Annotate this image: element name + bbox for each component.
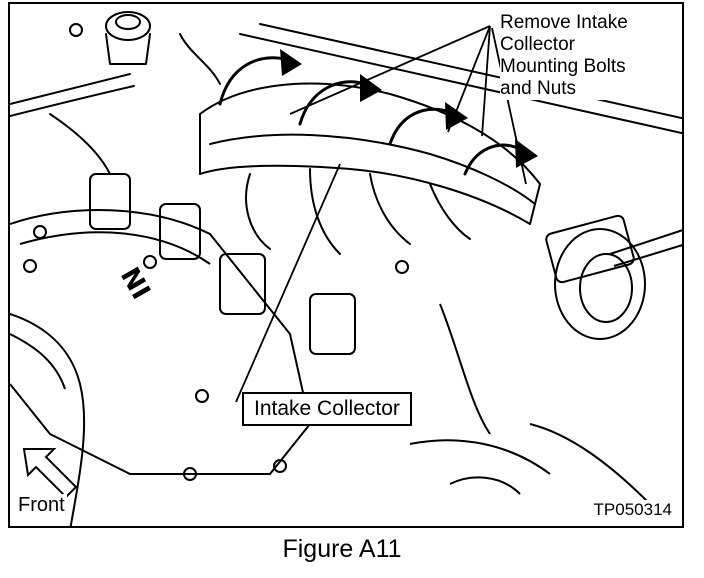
- front-arrow-icon: [22, 448, 78, 499]
- intake-collector-callout: Intake Collector: [242, 392, 412, 426]
- remove-callout-line: Collector: [500, 34, 575, 55]
- front-label: Front: [16, 494, 67, 517]
- remove-callout-line: Remove Intake: [500, 12, 628, 33]
- remove-callout-line: and Nuts: [500, 78, 577, 99]
- remove-callout-line: Mounting Bolts: [500, 56, 626, 77]
- figure-code: TP050314: [591, 500, 674, 520]
- figure-caption: Figure A11: [282, 535, 402, 563]
- remove-callout: Remove Intake Collector Mounting Bolts a…: [500, 12, 672, 100]
- engine-line-drawing: NI: [10, 11, 682, 526]
- diagram-frame: NI Remove Intake Collector Mounting Bolt…: [8, 2, 684, 528]
